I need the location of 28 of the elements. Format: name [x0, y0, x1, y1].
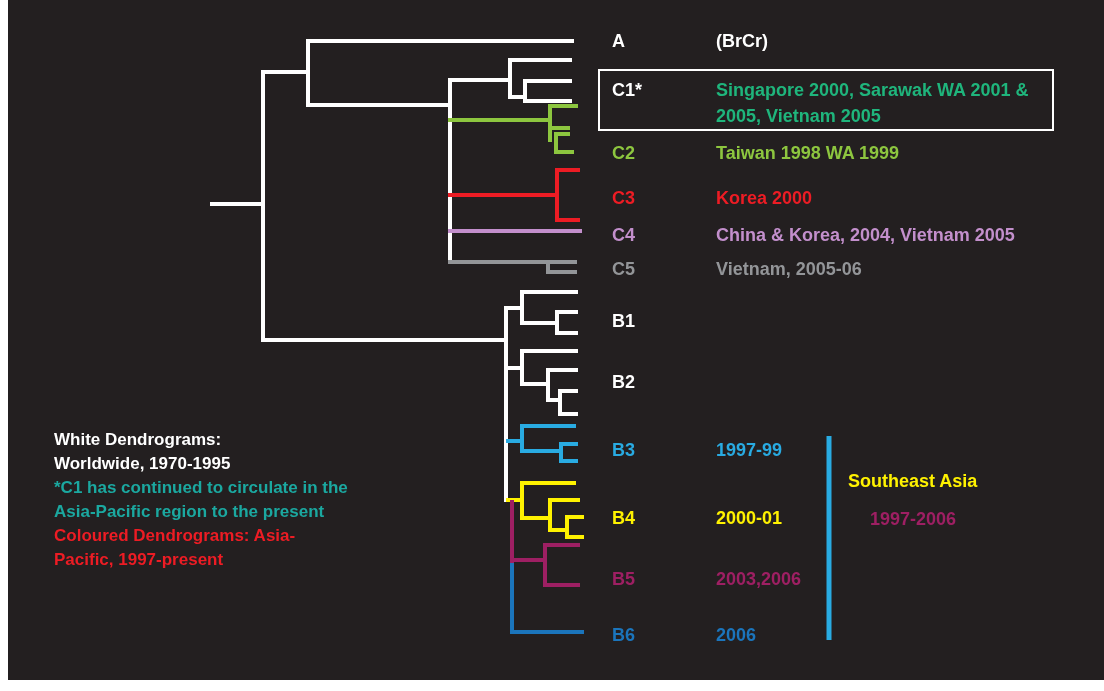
clade-label: B6	[612, 624, 635, 648]
region-label: Southeast Asia	[848, 470, 978, 494]
highlight-box	[598, 69, 1054, 131]
clade-description: China & Korea, 2004, Vietnam 2005	[716, 224, 1015, 248]
clade-label: C2	[612, 142, 635, 166]
clade-label: C4	[612, 224, 635, 248]
clade-description: (BrCr)	[716, 30, 768, 54]
clade-label: B5	[612, 568, 635, 592]
note-text: *C1 has continued to circulate in the Asia-Pacific region to the present	[54, 477, 349, 523]
year-range: 1997-2006	[870, 508, 957, 532]
note-text: Coloured Dendrograms: Asia-Pacific, 1997-present	[54, 525, 297, 571]
note-text: White Dendrograms: Worldwide, 1970-1995	[54, 429, 232, 475]
year-range: 2003,2006	[716, 568, 802, 592]
clade-label: C1*	[612, 79, 642, 102]
clade-description: Taiwan 1998 WA 1999	[716, 142, 900, 166]
clade-description: Korea 2000	[716, 187, 813, 211]
clade-label: A	[612, 30, 625, 54]
clade-description: Vietnam, 2005-06	[716, 258, 862, 282]
clade-label: B1	[612, 310, 635, 334]
year-range: 2000-01	[716, 507, 783, 531]
clade-label: B4	[612, 507, 635, 531]
clade-label: C5	[612, 258, 635, 282]
year-range: 1997-99	[716, 439, 783, 463]
clade-label: B3	[612, 439, 635, 463]
clade-label: B2	[612, 371, 635, 395]
clade-description: Singapore 2000, Sarawak WA 2001 & 2005, Vietnam 2005	[716, 79, 1030, 128]
clade-label: C3	[612, 187, 635, 211]
year-range: 2006	[716, 624, 757, 648]
